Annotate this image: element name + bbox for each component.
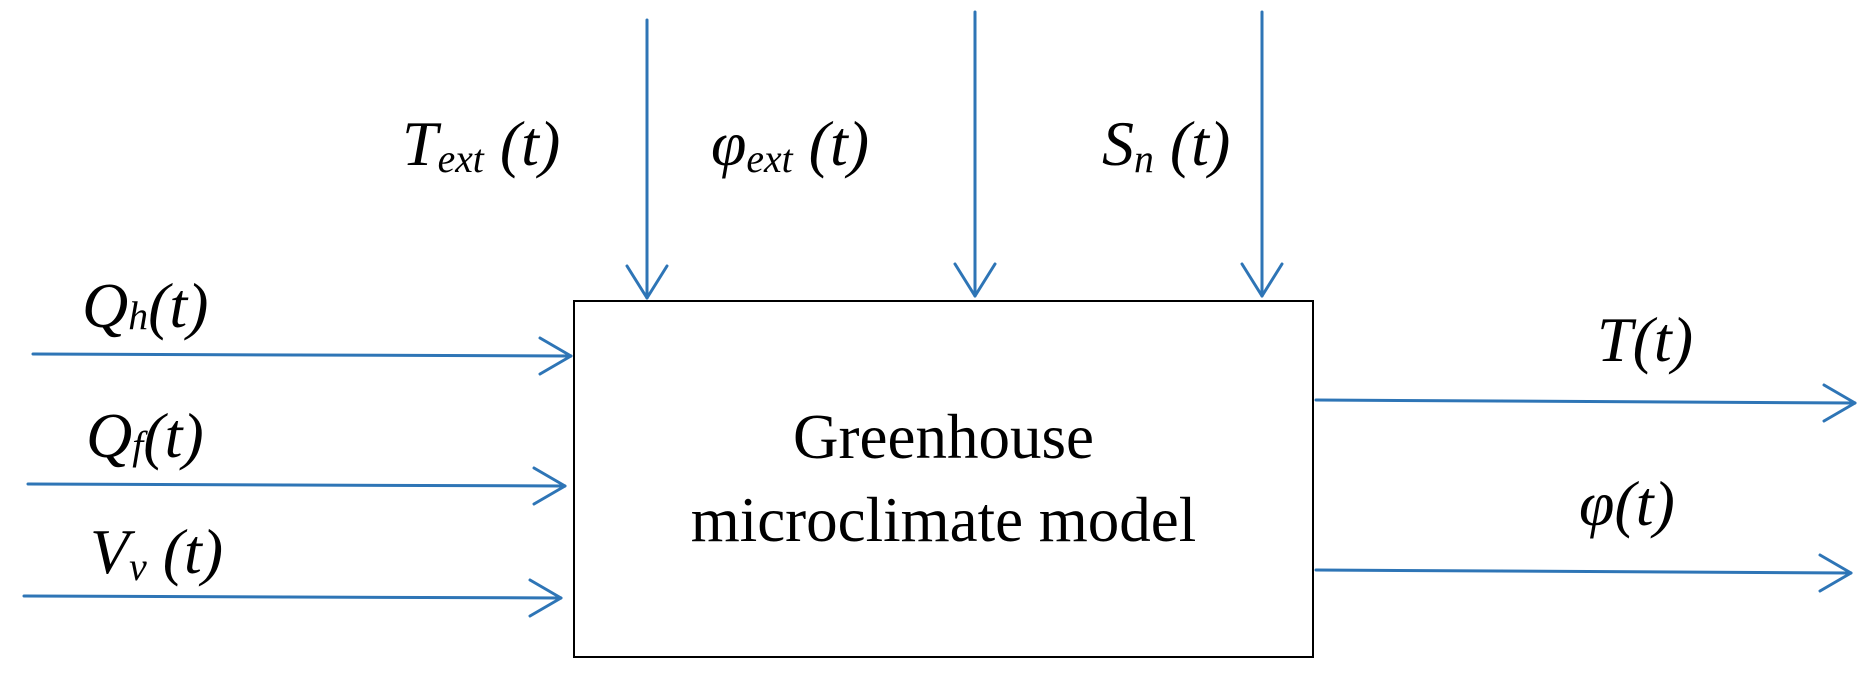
block-title-line1: Greenhouse xyxy=(793,401,1094,472)
label-v-v: Vv (t) xyxy=(90,516,224,590)
label-phi-output: φ(t) xyxy=(1579,468,1675,539)
greenhouse-model-block: Greenhouse microclimate model xyxy=(573,300,1314,658)
label-t-ext: Text (t) xyxy=(402,108,561,182)
arrow-text-input xyxy=(625,18,669,300)
label-t-output: T(t) xyxy=(1597,304,1693,375)
arrow-vv-input xyxy=(22,578,563,618)
label-q-h: Qh(t) xyxy=(82,270,209,341)
arrow-qh-input xyxy=(31,336,573,376)
label-s-n: Sn (t) xyxy=(1102,108,1231,182)
block-title-line2: microclimate model xyxy=(690,485,1197,555)
arrow-phiext-input xyxy=(953,10,997,298)
arrow-phi-output xyxy=(1314,553,1853,593)
arrow-t-output xyxy=(1314,383,1857,423)
arrow-qf-input xyxy=(26,466,567,506)
label-phi-ext: φext (t) xyxy=(711,108,870,182)
label-q-f: Qf(t) xyxy=(86,400,204,471)
arrow-sn-input xyxy=(1240,10,1284,298)
